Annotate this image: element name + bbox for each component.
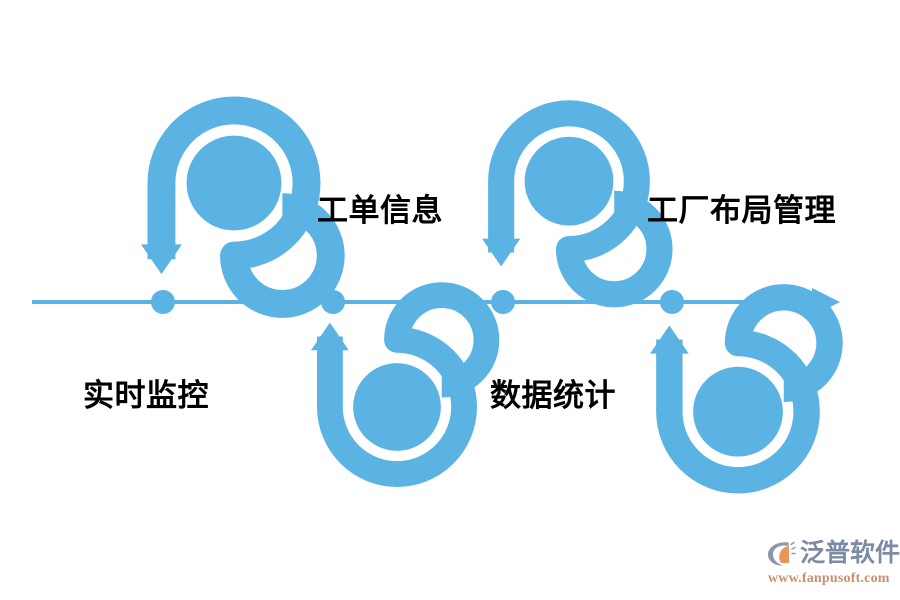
watermark-url: www.fanpusoft.com	[768, 571, 890, 586]
fanpu-logo-icon	[768, 541, 796, 566]
milestone-label-factory-layout-management: 工厂布局管理	[647, 193, 836, 228]
spiral-arrow-down-icon[interactable]	[141, 96, 345, 318]
timeline-dot-4[interactable]	[660, 290, 684, 314]
milestone-label-work-order-info: 工单信息	[317, 193, 443, 228]
spiral-arrow-up-icon[interactable]	[650, 284, 843, 494]
spiral-arrow-up-icon[interactable]	[311, 282, 500, 487]
watermark-brand-name: 泛普软件	[800, 539, 900, 567]
milestone-label-data-statistics: 数据统计	[490, 378, 616, 413]
watermark: 泛普软件 www.fanpusoft.com	[766, 536, 900, 594]
milestone-label-realtime-monitoring: 实时监控	[83, 378, 209, 413]
timeline-dot-1[interactable]	[151, 290, 175, 314]
watermark-brand-row: 泛普软件	[766, 536, 900, 570]
spiral-arrow-down-icon[interactable]	[482, 100, 673, 308]
timeline-dot-3[interactable]	[491, 290, 515, 314]
